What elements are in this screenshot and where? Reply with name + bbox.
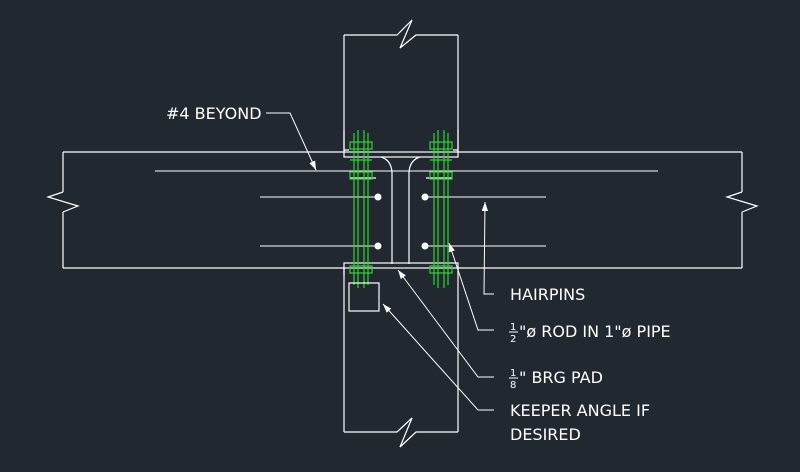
label-rod-fraction-numerator: 1: [510, 322, 516, 333]
label-bearing-pad: " BRG PAD: [519, 368, 603, 387]
right-rod-in-pipe: [429, 130, 453, 288]
annotation-labels: #4 BEYOND HAIRPINS 1 2 "ø ROD IN 1"ø PIP…: [166, 104, 671, 444]
leader-lines: [266, 112, 494, 411]
horizontal-beam: [46, 151, 759, 269]
label-rod-in-pipe: "ø ROD IN 1"ø PIPE: [519, 322, 671, 341]
upper-column: [343, 19, 459, 152]
bearing-plates: [343, 151, 459, 269]
label-keeper-angle-line2: DESIRED: [510, 425, 581, 444]
left-rod-in-pipe: [349, 130, 373, 288]
hairpin-bar-dots: [374, 193, 429, 250]
label-pad-fraction-numerator: 1: [510, 368, 516, 379]
label-pad-fraction-denominator: 8: [510, 380, 516, 391]
keeper-angle: [343, 130, 459, 312]
rebar-lines: [155, 170, 658, 247]
label-rod-fraction-denominator: 2: [510, 334, 516, 345]
label-hairpins: HAIRPINS: [510, 285, 585, 304]
label-keeper-angle-line1: KEEPER ANGLE IF: [510, 401, 650, 420]
lower-column: [343, 268, 459, 448]
label-beyond: #4 BEYOND: [166, 104, 262, 123]
